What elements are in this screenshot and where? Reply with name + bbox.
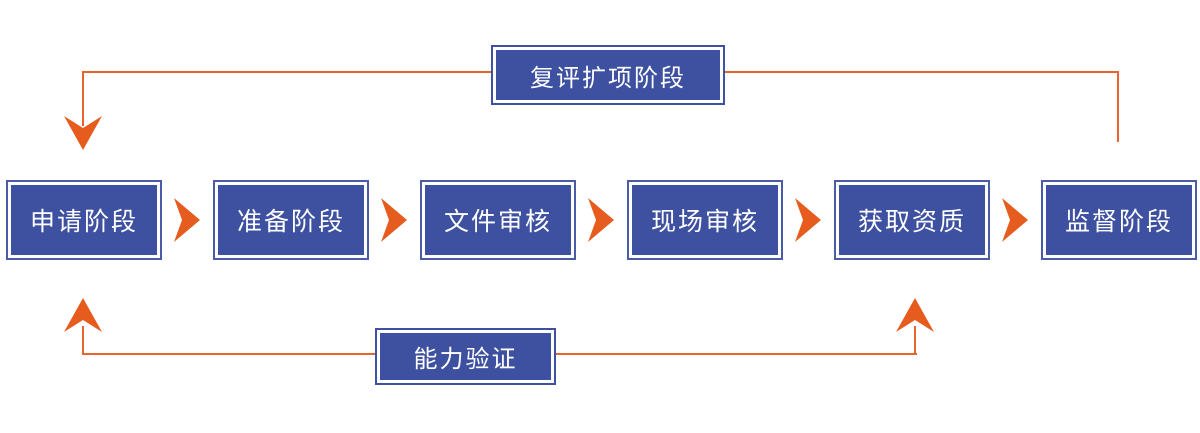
reassessment-expansion-label: 复评扩项阶段 bbox=[496, 50, 720, 100]
stage-label: 准备阶段 bbox=[218, 185, 364, 255]
up-arrow-icon bbox=[64, 298, 102, 332]
capability-verification-box: 能力验证 bbox=[375, 328, 556, 385]
flow-arrow-icon bbox=[174, 198, 200, 242]
stage-label: 监督阶段 bbox=[1046, 185, 1192, 255]
stage-box-application: 申请阶段 bbox=[6, 180, 162, 260]
reassessment-expansion-box: 复评扩项阶段 bbox=[491, 45, 725, 105]
capability-verification-label: 能力验证 bbox=[380, 333, 551, 380]
stage-label: 申请阶段 bbox=[11, 185, 157, 255]
stage-box-obtain-qualification: 获取资质 bbox=[834, 180, 990, 260]
stage-box-document-review: 文件审核 bbox=[420, 180, 576, 260]
flow-arrow-icon bbox=[381, 198, 407, 242]
flow-arrow-icon bbox=[795, 198, 821, 242]
up-arrow-icon bbox=[896, 298, 934, 332]
flow-arrow-icon bbox=[1002, 198, 1028, 242]
bottom-loop-left-vertical-line bbox=[82, 326, 84, 355]
bottom-loop-right-vertical-line bbox=[914, 326, 916, 355]
stage-box-supervision: 监督阶段 bbox=[1041, 180, 1197, 260]
stage-box-preparation: 准备阶段 bbox=[213, 180, 369, 260]
stage-label: 获取资质 bbox=[839, 185, 985, 255]
down-arrow-icon bbox=[64, 116, 102, 150]
stage-label: 现场审核 bbox=[632, 185, 778, 255]
flow-arrow-icon bbox=[588, 198, 614, 242]
top-loop-left-vertical-line bbox=[82, 71, 84, 126]
top-loop-right-vertical-line bbox=[1117, 71, 1119, 142]
stage-box-onsite-review: 现场审核 bbox=[627, 180, 783, 260]
stage-label: 文件审核 bbox=[425, 185, 571, 255]
